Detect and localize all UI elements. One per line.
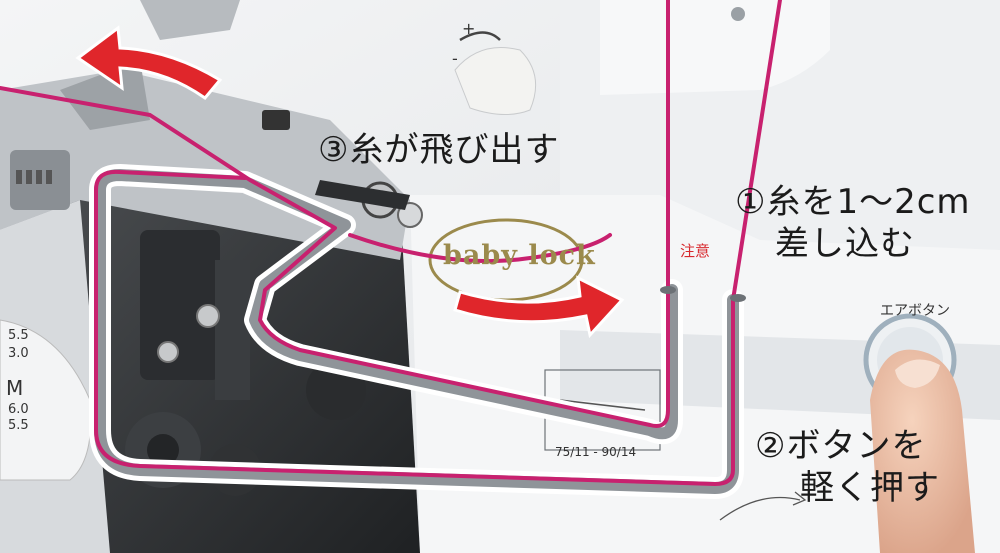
tube: [89, 164, 744, 499]
svg-text:+: +: [462, 19, 475, 38]
dial-value: M: [6, 376, 24, 400]
callout-step1-line1: ①糸を1～2cm: [735, 182, 971, 222]
caution-label: 注意: [680, 242, 711, 260]
dial-value: 3.0: [8, 346, 29, 361]
callout-step3: ③糸が飛び出す: [318, 130, 560, 170]
dial-value: 6.0: [8, 402, 29, 417]
arrow-insert: [453, 275, 625, 339]
thread: [0, 0, 782, 486]
svg-text:-: -: [452, 49, 458, 68]
brand-label: baby lock: [443, 240, 596, 271]
callout-step2-line1: ②ボタンを: [755, 426, 927, 466]
air-button-label: エアボタン: [880, 303, 950, 319]
pointer-step2: [719, 496, 801, 521]
dial-value: 5.5: [8, 418, 29, 433]
needle-size-text: 75/11 - 90/14: [555, 445, 637, 459]
arrow-thread-out: [75, 25, 223, 101]
dial-value: 5.5: [8, 328, 29, 343]
callout-step2-line2: 軽く押す: [800, 468, 940, 508]
finger: [870, 349, 975, 553]
callout-step1-line2: 差し込む: [775, 224, 915, 264]
